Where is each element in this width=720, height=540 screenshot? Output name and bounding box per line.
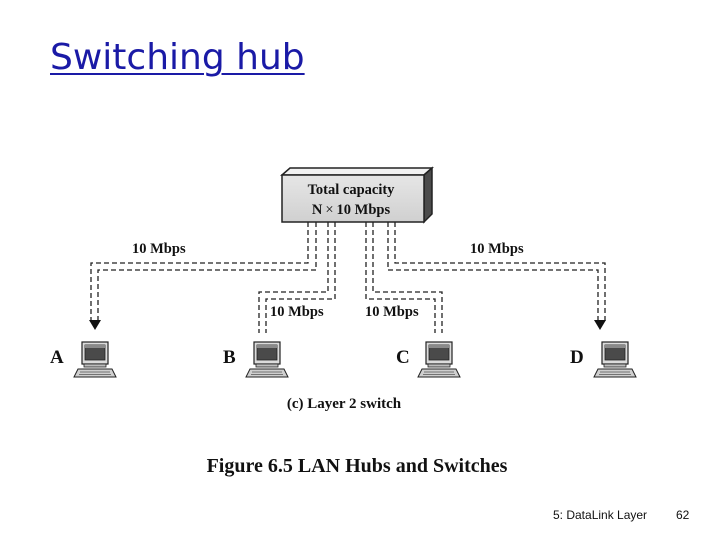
link-a-path: [90, 222, 309, 322]
switch-capacity-label: Total capacity: [308, 182, 396, 198]
station-c: C: [396, 341, 461, 378]
link-c-path: [365, 222, 436, 333]
link-b-path: [258, 222, 329, 333]
link-label-d: 10 Mbps: [470, 241, 524, 257]
desktop-computer-icon: [245, 341, 289, 378]
link-d-path: [387, 222, 599, 322]
desktop-computer-icon: [593, 341, 637, 378]
diagram-subcaption: (c) Layer 2 switch: [287, 396, 402, 412]
link-a-path-inner: [97, 222, 317, 322]
desktop-computer-icon: [417, 341, 461, 378]
footer-page-number: 62: [676, 508, 690, 522]
station-label-b: B: [223, 347, 236, 368]
link-d-path-inner: [394, 222, 606, 322]
link-c-path-inner: [372, 222, 443, 333]
slide-title: Switching hub: [50, 37, 305, 78]
station-label-c: C: [396, 347, 410, 368]
figure-caption: Figure 6.5 LAN Hubs and Switches: [207, 455, 508, 477]
station-d: D: [570, 341, 637, 378]
station-label-a: A: [50, 347, 64, 368]
link-label-c: 10 Mbps: [365, 304, 419, 320]
footer-chapter: 5: DataLink Layer: [553, 508, 648, 522]
switch-capacity-value: N×10 Mbps: [312, 202, 391, 218]
station-label-d: D: [570, 347, 584, 368]
desktop-computer-icon: [73, 341, 117, 378]
link-label-a: 10 Mbps: [132, 241, 186, 257]
station-a: A: [50, 341, 117, 378]
arrowhead-down-icon: [89, 320, 101, 330]
layer2-switch-box: Total capacity N×10 Mbps: [280, 166, 434, 224]
link-label-b: 10 Mbps: [270, 304, 324, 320]
link-b-path-inner: [265, 222, 336, 333]
station-b: B: [223, 341, 289, 378]
arrowhead-down-icon: [594, 320, 606, 330]
